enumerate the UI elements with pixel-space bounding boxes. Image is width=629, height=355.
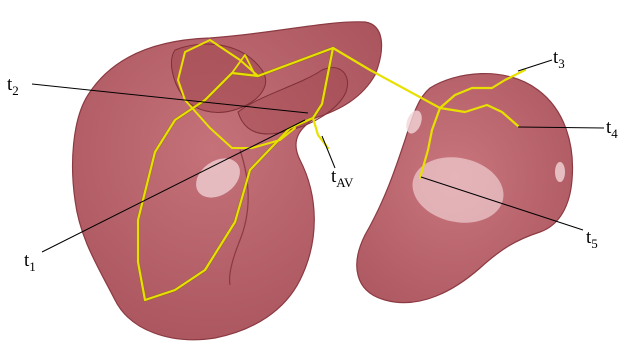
fiber-av-branch xyxy=(313,118,328,148)
leader-tav xyxy=(322,136,335,168)
label-t3: t3 xyxy=(553,47,565,71)
right-edge-highlight xyxy=(555,162,565,182)
label-t1: t1 xyxy=(24,250,36,274)
label-t4: t4 xyxy=(606,117,618,141)
right-tissue-mass xyxy=(357,74,573,303)
label-t5: t5 xyxy=(586,227,598,251)
label-t2: t2 xyxy=(7,74,19,98)
label-tav: tAV xyxy=(331,166,354,190)
leader-t3 xyxy=(518,60,552,71)
